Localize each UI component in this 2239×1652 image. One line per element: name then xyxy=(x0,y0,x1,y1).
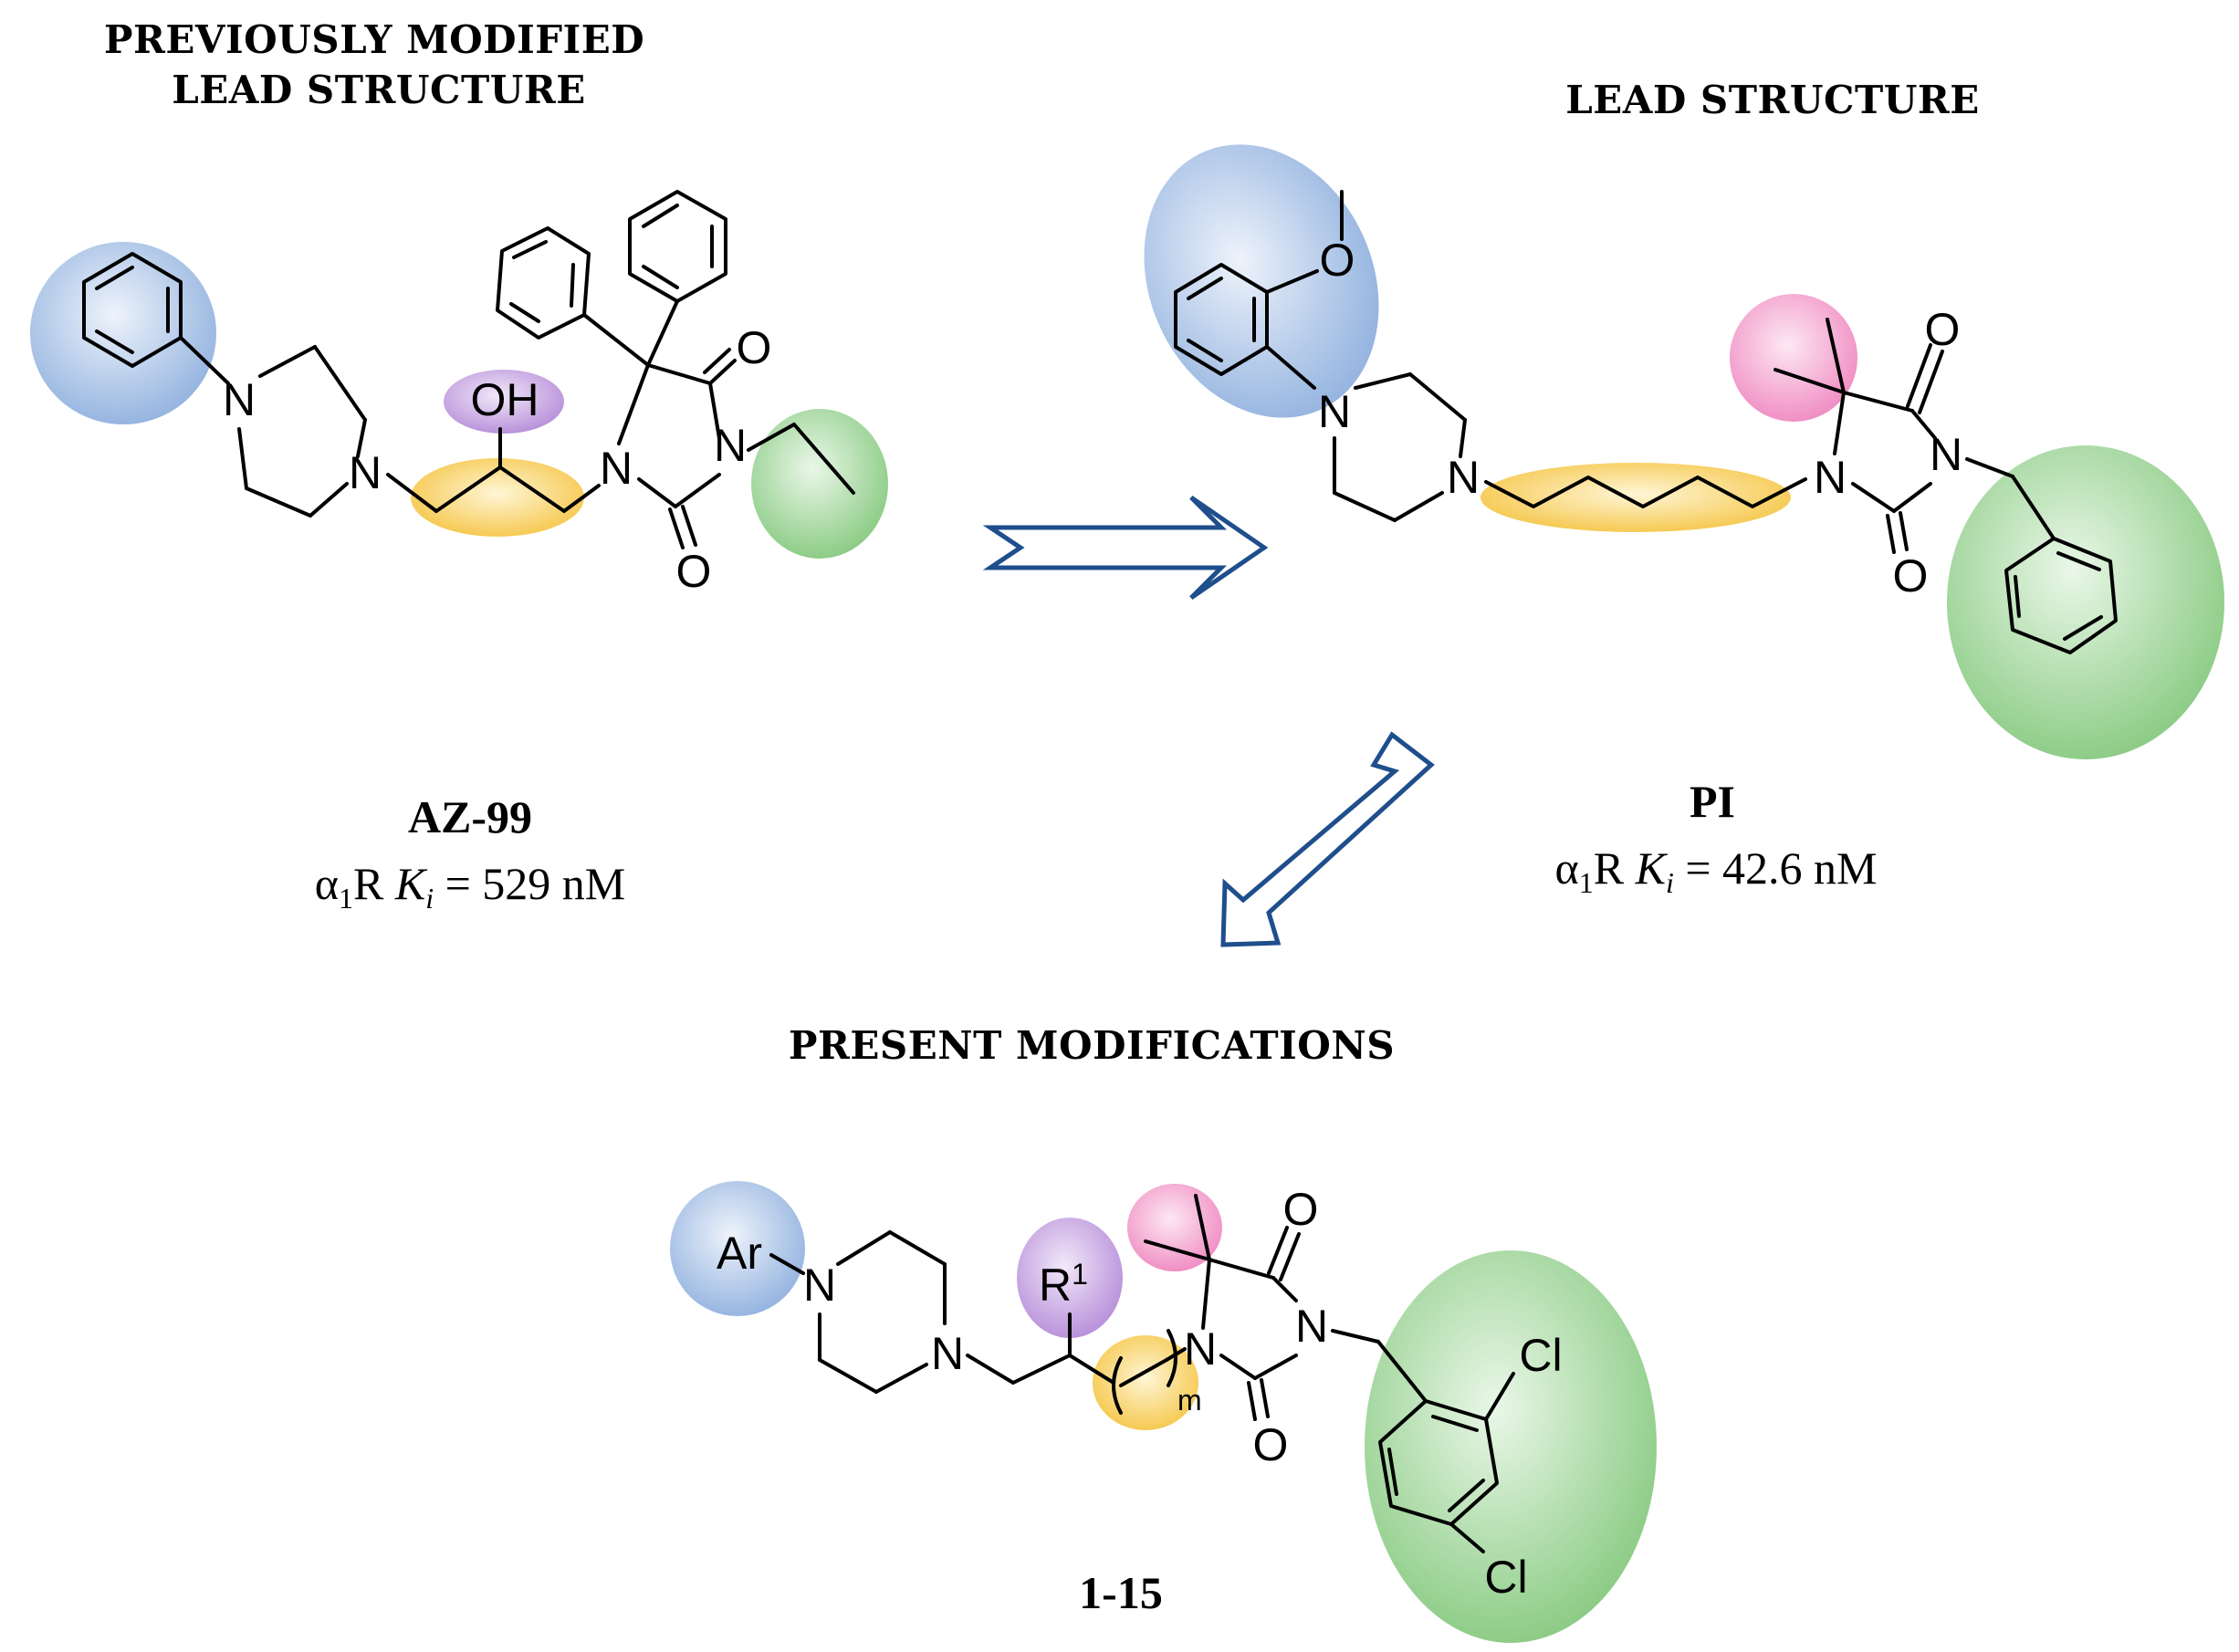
highlight-ar-blue xyxy=(670,1181,805,1316)
atom-r1: R1 xyxy=(1039,1258,1088,1311)
highlight-aryl-blue xyxy=(30,242,216,424)
phenyl-ring xyxy=(82,252,183,368)
atom-o: O xyxy=(1893,550,1929,601)
atom-n: N xyxy=(714,420,747,471)
compound-ki-pi: α1R Ki = 42.6 nM xyxy=(1555,842,1878,899)
phenyl-ring xyxy=(628,190,727,303)
atom-n: N xyxy=(349,447,382,498)
atom-o: O xyxy=(1253,1419,1289,1470)
highlight-oh-purple xyxy=(444,370,564,434)
atom-n: N xyxy=(1447,452,1480,503)
highlight-ethyl-green xyxy=(751,409,888,559)
arrow-down-left xyxy=(1220,731,1435,947)
structure-az99: N N OH N N O O xyxy=(30,190,888,597)
phenyl-ring xyxy=(496,226,591,340)
atom-n: N xyxy=(803,1260,836,1311)
highlight-linker-yellow xyxy=(411,458,584,537)
highlight-dichlorobenzyl-green xyxy=(1365,1250,1657,1643)
atom-n: N xyxy=(1814,452,1847,503)
arrow-right xyxy=(982,495,1269,601)
highlight-linker-yellow xyxy=(1480,463,1791,532)
atom-n: N xyxy=(1295,1301,1328,1352)
compound-name-pi: PI xyxy=(1690,776,1735,827)
structure-series: Ar N N R1 m N N O O xyxy=(670,1181,1657,1643)
highlight-methyl-pink xyxy=(1730,294,1857,422)
bracket-close xyxy=(1167,1329,1177,1387)
atom-o: O xyxy=(1283,1184,1319,1235)
atom-n: N xyxy=(931,1328,964,1379)
heading-previous-line2: LEAD STRUCTURE xyxy=(172,68,586,112)
atom-n: N xyxy=(1318,386,1351,437)
highlight-benzyl-green xyxy=(1947,445,2224,759)
atom-oh: OH xyxy=(471,374,539,425)
atom-n: N xyxy=(600,443,633,494)
phenyl-ring xyxy=(2004,537,2118,654)
heading-lead: LEAD STRUCTURE xyxy=(1565,78,1980,122)
highlight-r1-purple xyxy=(1017,1218,1123,1338)
structure-pi: O N N N N O O xyxy=(1144,144,2224,759)
atom-o: O xyxy=(1320,235,1355,286)
atom-o: O xyxy=(1925,304,1961,355)
atom-n: N xyxy=(223,374,256,425)
atom-ar: Ar xyxy=(717,1228,762,1279)
compound-name-az99: AZ-99 xyxy=(408,791,532,842)
compound-ki-az99: α1R Ki = 529 nM xyxy=(315,858,625,915)
atom-cl: Cl xyxy=(1519,1330,1562,1381)
highlight-aryl-blue xyxy=(1144,144,1379,418)
bracket-open xyxy=(1112,1356,1123,1415)
compound-name-series: 1-15 xyxy=(1079,1567,1163,1618)
atom-n: N xyxy=(1930,429,1962,480)
heading-previous-line1: PREVIOUSLY MODIFIED xyxy=(104,17,644,62)
atom-o: O xyxy=(676,546,712,597)
atom-cl: Cl xyxy=(1484,1552,1527,1603)
atom-n: N xyxy=(1184,1323,1217,1375)
atom-m: m xyxy=(1177,1384,1202,1417)
heading-present: PRESENT MODIFICATIONS xyxy=(789,1023,1395,1068)
atom-o: O xyxy=(737,322,772,373)
